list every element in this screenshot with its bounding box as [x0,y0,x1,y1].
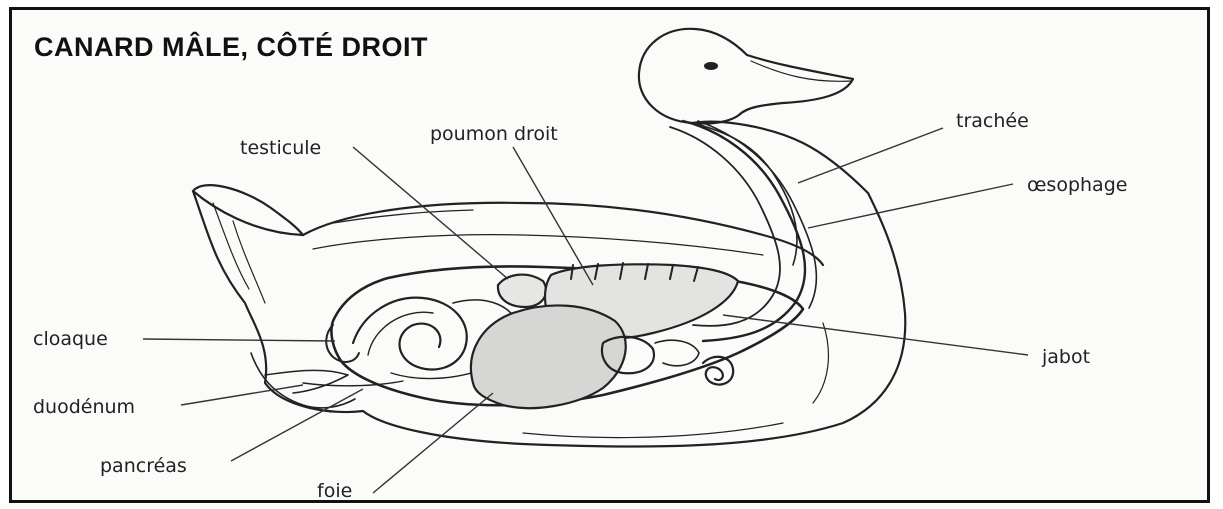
leader-foie [373,393,493,493]
label-poumon-droit: poumon droit [430,123,558,145]
leader-poumon-droit [513,147,593,285]
leader-cloaque [143,339,335,341]
leader-trachee [798,128,943,183]
diagram-title: CANARD MÂLE, CÔTÉ DROIT [34,32,428,63]
label-testicule: testicule [240,137,321,159]
head-outline [639,29,747,123]
leader-pancreas [231,389,363,461]
leader-duodenum [181,385,303,405]
testicle [498,275,546,307]
diagram-frame: CANARD MÂLE, CÔTÉ DROIT testicule poumon… [9,7,1210,503]
duck-anatomy-drawing [12,10,1210,503]
label-trachee: trachée [956,110,1029,132]
label-cloaque: cloaque [33,328,108,350]
leader-jabot [723,315,1028,355]
label-oesophage: œsophage [1027,174,1127,196]
label-jabot: jabot [1042,346,1090,368]
label-duodenum: duodénum [33,396,135,418]
intestine-coils [353,298,467,370]
tail-feathers [193,185,303,235]
label-pancreas: pancréas [100,455,187,477]
eye [704,62,718,70]
leader-oesophage [808,184,1013,228]
label-foie: foie [317,480,352,502]
